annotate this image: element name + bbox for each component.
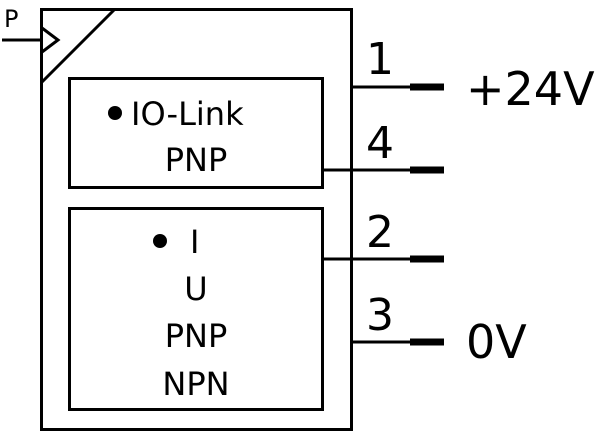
device-housing [40,8,353,431]
module-iolink-line-2: PNP [165,141,228,179]
module-analog-box [68,207,324,411]
pin-2-number: 2 [366,207,394,258]
module-iolink-box [68,77,324,189]
housing-corner-diagonal [40,8,116,84]
module-analog-line-2: U [184,270,207,308]
pin-2: 2 [322,207,444,263]
input-p-label: P [4,5,18,33]
module-iolink-line-1: IO-Link [131,95,244,133]
analog-selected-dot-icon [153,234,167,248]
input-p-signal: P [2,5,61,54]
pin-3: 3 0V [351,290,527,369]
pin-3-number: 3 [366,290,394,341]
input-p-arrow-icon [41,26,61,54]
pin-1-number: 1 [366,34,394,85]
iolink-selected-dot-icon [108,106,122,120]
module-analog-line-1: I [190,223,199,261]
module-analog-line-3: PNP [165,317,228,355]
pin-4-number: 4 [366,118,394,169]
module-analog: I U PNP NPN [68,207,324,411]
module-analog-line-4: NPN [162,365,229,403]
pin-4: 4 [322,118,444,174]
pin-3-supply-label: 0V [466,315,527,369]
pin-1: 1 +24V [351,34,595,116]
pin-1-supply-label: +24V [466,62,595,116]
module-iolink: IO-Link PNP [68,77,324,189]
